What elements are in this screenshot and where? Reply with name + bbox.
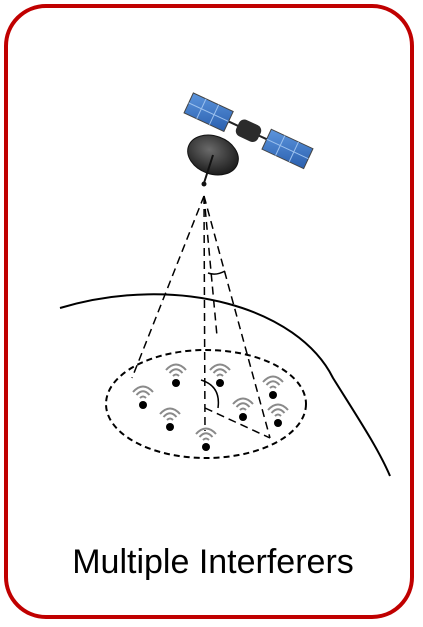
earth-horizon	[60, 294, 390, 476]
interferer	[210, 365, 230, 388]
interferer	[196, 429, 216, 452]
interferer	[166, 365, 186, 388]
interferers	[133, 365, 288, 452]
satellite-diagram	[8, 8, 414, 619]
beam-angle-arc	[208, 271, 225, 274]
interferer	[263, 377, 283, 400]
satellite-icon	[182, 93, 313, 187]
interferer	[133, 387, 153, 410]
diagram-card: Multiple Interferers	[4, 4, 414, 619]
caption: Multiple Interferers	[8, 543, 414, 582]
interferer	[160, 409, 180, 432]
interferer	[268, 405, 288, 428]
interferer	[233, 399, 253, 422]
off-axis-angle-arc	[201, 380, 218, 408]
